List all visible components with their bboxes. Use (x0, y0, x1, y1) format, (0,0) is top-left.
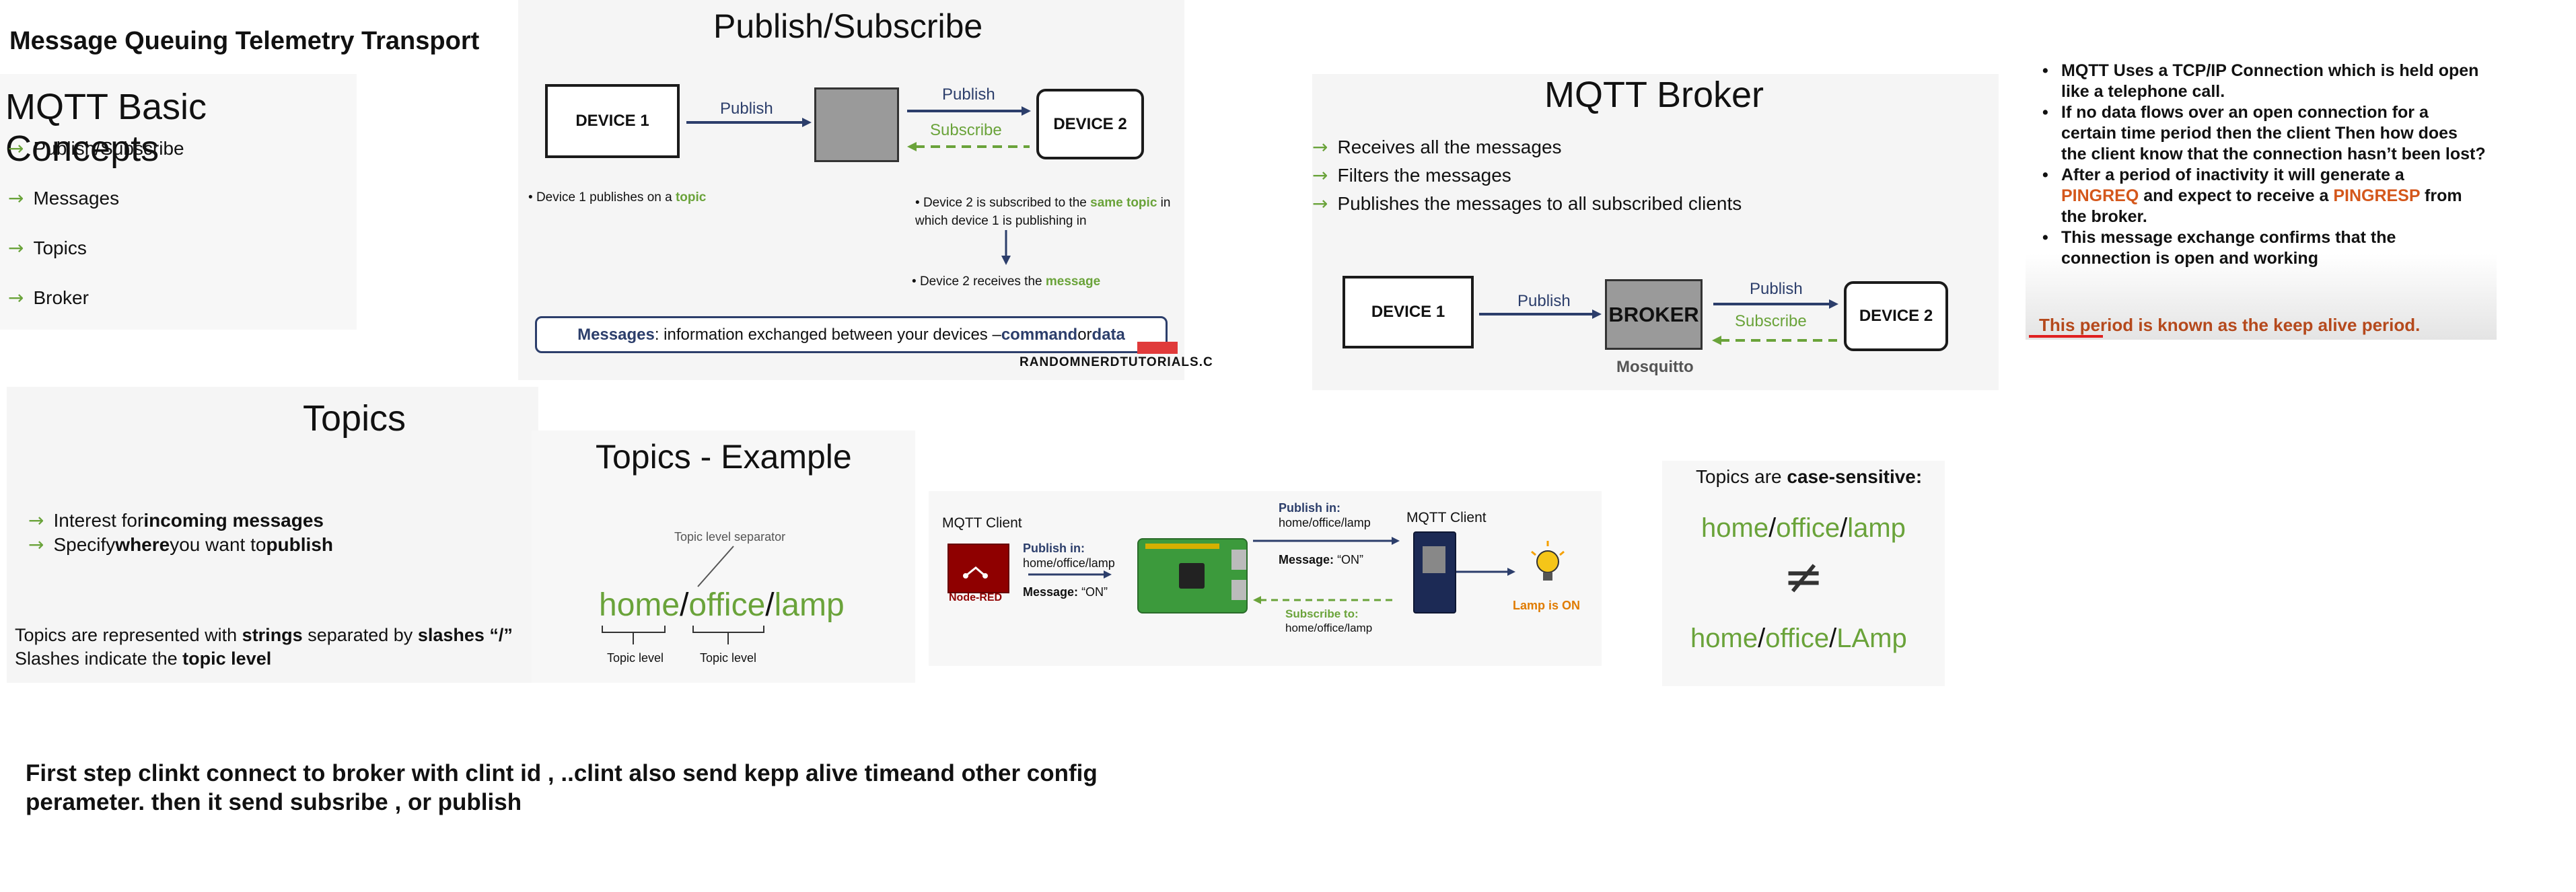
node-red-icon (963, 566, 988, 579)
arrow-icon: → (1312, 136, 1328, 158)
case-bottom-path: home/office/LAmp (1690, 624, 1907, 653)
list-item-label: Topics (33, 237, 87, 258)
case-sensitive-heading: Topics are case-sensitive: (1696, 466, 1923, 487)
subscribe-label: Subscribe (930, 121, 1002, 139)
keepalive-panel: •MQTT Uses a TCP/IP Connection which is … (2026, 54, 2497, 340)
list-item: →Interest for incoming messages (28, 509, 324, 531)
broker-arrows (1479, 299, 1838, 345)
broker-title: MQTT Broker (1544, 75, 1764, 115)
topic-path: home/office/lamp (599, 587, 845, 623)
list-item: → Messages (8, 187, 119, 209)
example-lines (602, 546, 764, 644)
not-equal-icon: ≠ (1783, 548, 1824, 605)
client-arrows (1028, 537, 1515, 604)
left-message: Message: “ON” (1023, 585, 1108, 599)
list-item-label: Broker (33, 287, 89, 308)
keepalive-bullet: •After a period of inactivity it will ge… (2042, 165, 2462, 226)
topics-paragraph: Topics are represented with strings sepa… (15, 625, 513, 669)
node-red-label: Node-RED (949, 592, 1003, 603)
keepalive-bullet: •If no data flows over an open connectio… (2042, 103, 2486, 163)
mqtt-broker-panel: MQTT Broker → Receives all the messages →… (1312, 74, 1999, 390)
mosquitto-label: Mosquitto (1616, 358, 1694, 376)
left-publish-block: Publish in: home/office/lamp (1023, 542, 1115, 570)
keepalive-footer: This period is known as the keep alive p… (2039, 315, 2421, 335)
server-box (814, 87, 899, 162)
pubsub-bullet-1: • Device 1 publishes on a topic (528, 190, 707, 205)
case-sensitive-panel: Topics are case-sensitive: home/office/l… (1662, 461, 1945, 686)
broker-box: BROKER (1605, 279, 1703, 350)
pubsub-arrows (686, 106, 1031, 265)
list-item-label: Filters the messages (1337, 164, 1511, 186)
right-client-title: MQTT Client (1406, 510, 1487, 525)
basic-concepts-panel: MQTT Basic Concepts → Publish/Subscribe →… (0, 74, 357, 330)
list-item-label: Publishes the messages to all subscribed… (1337, 192, 1742, 214)
arrow-icon: → (28, 533, 44, 556)
notes-line-1: First step clinkt connect to broker with… (26, 760, 1098, 786)
node-red-logo (947, 544, 1009, 593)
client-diagram-panel: MQTT Client Node-RED Publish in: home/of… (929, 491, 1602, 666)
arrow-icon: → (8, 187, 24, 209)
red-underline (2029, 335, 2103, 338)
topic-level-label-1: Topic level (607, 651, 664, 665)
list-item-label: Messages (33, 187, 120, 209)
example-title: Topics - Example (596, 438, 852, 476)
left-client-title: MQTT Client (942, 515, 1022, 531)
arrow-icon: → (8, 137, 24, 159)
subscribe-block: Subscribe to: home/office/lamp (1285, 607, 1373, 634)
notes-text: First step clinkt connect to broker with… (26, 759, 1098, 817)
keepalive-bullet: •This message exchange confirms that the… (2042, 228, 2396, 268)
list-item: → Broker (8, 287, 89, 309)
logo-badge (1137, 342, 1178, 354)
notes-line-2: perameter. then it send subsribe , or pu… (26, 789, 522, 815)
messages-box: Messages: information exchanged between … (535, 316, 1168, 353)
list-item: →Specify where you want to publish (28, 533, 333, 556)
raspberry-pi-board (1137, 538, 1248, 614)
broker-publish-label-1: Publish (1517, 292, 1571, 310)
watermark: RANDOMNERDTUTORIALS.C (1019, 355, 1213, 369)
topics-example-panel: Topics - Example Topic level separator h… (532, 431, 915, 683)
arrow-icon: → (1312, 164, 1328, 186)
arrow-icon: → (8, 287, 24, 309)
topics-title: Topics (303, 398, 406, 439)
list-item-label: Receives all the messages (1337, 136, 1562, 157)
broker-device2-box: DEVICE 2 (1844, 281, 1948, 351)
esp-board (1413, 531, 1456, 614)
top-publish-block: Publish in: home/office/lamp (1279, 501, 1371, 529)
arrow-icon: → (1312, 192, 1328, 215)
device1-box: DEVICE 1 (545, 84, 680, 158)
list-item: → Topics (8, 237, 87, 259)
keepalive-bullet: •MQTT Uses a TCP/IP Connection which is … (2042, 61, 2479, 101)
lamp-on-label: Lamp is ON (1513, 599, 1581, 612)
publish-label-2: Publish (942, 85, 995, 104)
list-item-label: Publish/Subscribe (33, 137, 184, 159)
pubsub-title: Publish/Subscribe (713, 7, 983, 45)
arrow-icon: → (28, 509, 44, 531)
lamp-icon (1531, 541, 1565, 581)
topics-panel: Topics →Interest for incoming messages →… (7, 387, 538, 683)
list-item: → Filters the messages (1312, 164, 1511, 186)
broker-device1-box: DEVICE 1 (1343, 276, 1474, 348)
publish-subscribe-panel: Publish/Subscribe DEVICE 1 DEVICE 2 Publ… (518, 0, 1213, 380)
broker-subscribe-label: Subscribe (1735, 312, 1807, 330)
case-top-path: home/office/lamp (1701, 513, 1906, 543)
topic-level-label-2: Topic level (700, 651, 757, 665)
device2-box: DEVICE 2 (1036, 89, 1144, 159)
basic-concepts-title: MQTT Basic Concepts (5, 87, 207, 169)
publish-label-1: Publish (720, 100, 773, 118)
separator-label: Topic level separator (674, 530, 786, 544)
arrow-icon: → (8, 237, 24, 259)
top-message: Message: “ON” (1279, 553, 1364, 566)
broker-publish-label-2: Publish (1750, 280, 1803, 298)
pubsub-bullet-2: • Device 2 is subscribed to the same top… (915, 196, 1171, 228)
pubsub-bullet-3: • Device 2 receives the message (912, 274, 1101, 289)
list-item: → Receives all the messages (1312, 136, 1562, 158)
list-item: → Publishes the messages to all subscribe… (1312, 192, 1742, 215)
page-title: Message Queuing Telemetry Transport (9, 27, 480, 55)
keepalive-text: •MQTT Uses a TCP/IP Connection which is … (2042, 61, 2486, 269)
list-item: → Publish/Subscribe (8, 137, 184, 159)
